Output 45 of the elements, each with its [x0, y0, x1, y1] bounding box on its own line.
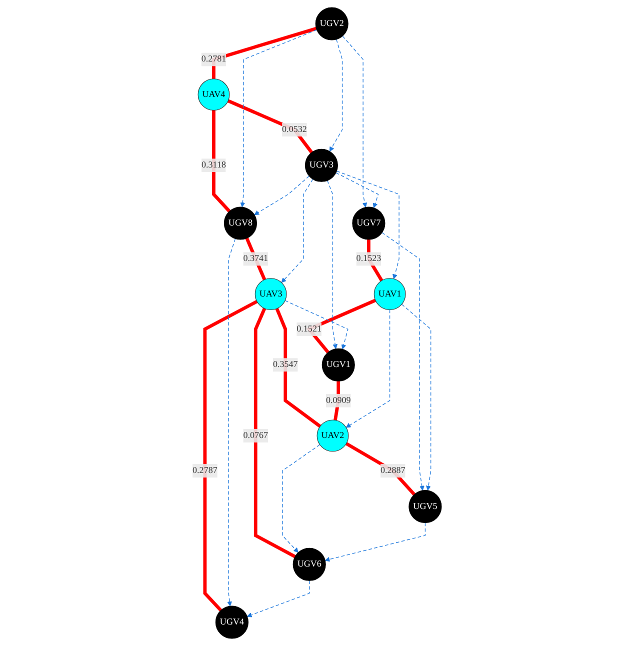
node-circle: UGV3 — [304, 148, 338, 182]
edge-label: 0.1523 — [356, 253, 382, 263]
edge-label: 0.0909 — [326, 395, 351, 405]
edge-label: 0.0532 — [282, 124, 307, 134]
arrow — [254, 175, 310, 215]
arrow — [281, 178, 314, 282]
node-circle: UAV4 — [198, 78, 230, 110]
node-circle: UGV2 — [315, 6, 348, 40]
arrow — [336, 170, 400, 279]
edge-label: 0.3118 — [202, 160, 226, 170]
arrow — [401, 303, 432, 490]
node-circle: UAV3 — [254, 278, 287, 310]
edge-label: 0.1521 — [296, 324, 322, 334]
connector — [227, 98, 313, 153]
node-circle: UGV7 — [352, 206, 386, 240]
edge-label: 0.0767 — [243, 430, 268, 440]
edge-label: 0.3741 — [243, 253, 268, 263]
edge-label: 0.3547 — [272, 359, 298, 369]
node-circle: UGV1 — [322, 348, 355, 381]
connector — [212, 110, 231, 212]
arrow — [329, 38, 343, 152]
node-circle: UGV6 — [292, 547, 326, 580]
arrow — [227, 238, 236, 606]
node-circle: UAV2 — [316, 419, 349, 452]
arrow — [246, 580, 310, 617]
arrow — [284, 300, 348, 349]
connector — [345, 442, 416, 496]
arrow — [240, 29, 318, 207]
arrow — [346, 308, 390, 428]
edge-label: 0.2787 — [192, 465, 218, 475]
node-circle: UGV5 — [408, 489, 442, 523]
node-circle: UGV4 — [215, 605, 248, 638]
edge-label: 0.2887 — [380, 465, 406, 475]
arrow — [327, 180, 338, 349]
arrow — [342, 35, 368, 208]
connector — [275, 307, 322, 428]
connector — [203, 299, 258, 612]
connector — [254, 307, 296, 558]
edge-label: 0.2781 — [201, 54, 226, 64]
arrow — [336, 172, 379, 208]
arrow — [382, 232, 424, 490]
arrow — [282, 444, 320, 552]
node-circle: UAV1 — [374, 278, 406, 310]
arrow — [324, 522, 426, 562]
node-circle: UGV8 — [224, 206, 257, 240]
